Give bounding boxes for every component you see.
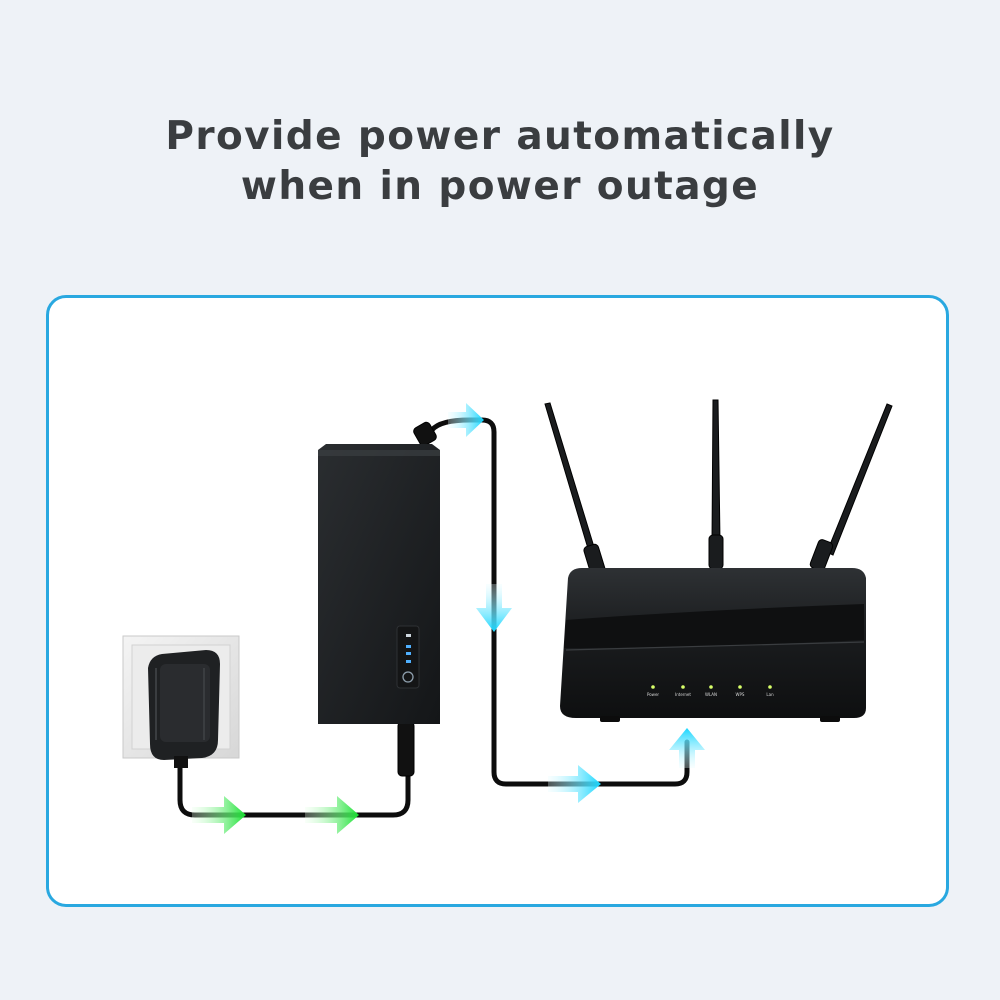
- wifi-router-icon: Power Internet WLAN WPS Lan: [545, 400, 892, 722]
- wall-adapter-icon: [123, 636, 239, 768]
- led-label-lan: Lan: [766, 692, 774, 697]
- arrow-icon: [448, 403, 484, 437]
- led-label-power: Power: [647, 692, 659, 697]
- led-label-wps: WPS: [736, 692, 745, 697]
- led-label-wlan: WLAN: [705, 692, 717, 697]
- arrow-icon: [548, 765, 601, 803]
- arrow-icon: [476, 584, 512, 632]
- router-antennas: [545, 400, 892, 576]
- arrow-icon: [192, 796, 246, 834]
- led-label-internet: Internet: [675, 692, 691, 697]
- arrow-icon: [305, 796, 359, 834]
- arrow-icon: [669, 728, 705, 768]
- mini-ups-icon: [318, 444, 440, 724]
